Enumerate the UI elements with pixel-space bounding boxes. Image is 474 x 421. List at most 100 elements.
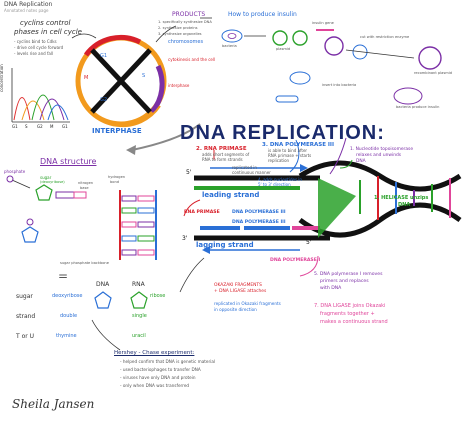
recombinant-label: recombinant plasmid	[414, 71, 453, 75]
lagging-strand-label: lagging strand	[196, 241, 254, 249]
base-label-1: nitrogen	[78, 181, 94, 185]
phosphate-label: phosphate	[4, 169, 26, 174]
compare-row-strand: strand	[16, 313, 36, 320]
signature: Sheila Jansen	[12, 397, 95, 411]
leading-strand-label: leading strand	[202, 191, 260, 199]
compare-strand-dna: double	[60, 313, 78, 319]
helicase-wedge	[318, 178, 356, 238]
continuous-2: continuous manner	[232, 170, 271, 175]
doc-subtitle: Annotated notes page	[4, 8, 49, 13]
compare-sugar-rna: ribose	[150, 293, 166, 299]
doc-title: DNA Replication	[4, 1, 53, 8]
products-line-3: 3. synthesize organelles	[158, 32, 202, 36]
prime-5-right: 5'	[306, 239, 312, 246]
products-line-1: 1. specifically synthesize DNA	[158, 20, 212, 24]
cycle-g1: G1	[100, 53, 108, 59]
equals-sign: =	[58, 269, 69, 283]
dna-structure-ladder	[6, 175, 157, 260]
interphase-note: interphase	[168, 83, 190, 88]
dna-pol1-label: DNA POLYMERASE I	[270, 258, 321, 263]
topo-line-3: DNA	[356, 159, 366, 164]
ribose-icon	[130, 291, 148, 309]
compare-row-base: T or U	[16, 333, 35, 340]
bacteria-label: bacteria	[222, 44, 237, 48]
pol3-line-2: RNA primase + starts	[268, 153, 312, 158]
cyclin-note-3: - levels rise and fall	[14, 51, 54, 56]
primase-line-1: adds short segments of	[202, 152, 250, 157]
main-title: DNA REPLICATION:	[180, 122, 385, 144]
hershey-title: Hershey - Chase experiment:	[114, 350, 195, 356]
cyclin-note-1: - cyclins bind to Cdks	[14, 39, 57, 44]
hershey-line-1: - helped confirm that DNA is genetic mat…	[120, 359, 216, 364]
adds-1: 4. adds nucleotides in	[258, 177, 302, 182]
compare-sugar-dna: deoxyribose	[52, 293, 83, 299]
cyclin-x-2: S	[25, 124, 28, 129]
prime-5-top: 5'	[186, 169, 192, 176]
products-title: PRODUCTS	[172, 11, 206, 18]
insulin-title: How to produce insulin	[228, 11, 297, 18]
ligase-line-3: makes a continuous strand	[320, 319, 388, 325]
cyclin-note-2: - drive cell cycle forward	[14, 45, 64, 50]
cytokinesis-label: cytokinesis and the cell	[168, 57, 216, 62]
cyclin-x-4: M	[50, 124, 54, 129]
okazaki-line-2: + DNA LIGASE attaches	[214, 289, 267, 294]
hbond-label-2: bond	[110, 180, 120, 184]
compare-head-dna: DNA	[96, 281, 110, 288]
deoxyribose-icon	[94, 291, 112, 309]
cyclin-heading-1: cyclins control	[20, 19, 71, 27]
ligase-line-1: 7. DNA LIGASE joins Okazaki	[314, 303, 386, 309]
continuous-1: replicated in	[232, 165, 257, 170]
cyclin-graph	[11, 68, 70, 123]
cyclin-x-1: G1	[12, 124, 18, 129]
dna-pol3-label-b: DNA POLYMERASE III	[232, 220, 286, 225]
pol1-line-2: primers and replaces	[320, 279, 369, 284]
cyclin-x-5: G1	[62, 124, 68, 129]
helicase-line-1: 1. HELICASE unzips	[374, 195, 429, 201]
products-line-2: 2. synthesize proteins	[158, 26, 198, 30]
hershey-line-4: - only when DNA was transferred	[120, 383, 190, 388]
cyclin-y-label: concentration	[0, 64, 4, 92]
sugar-label: sugar	[40, 175, 52, 180]
pol3-line-3: replication	[268, 158, 290, 163]
cycle-s: S	[142, 73, 146, 79]
primase-title: 2. RNA PRIMASE	[196, 146, 247, 152]
cyclin-x-3: G2	[37, 124, 43, 129]
base-label-2: base	[80, 186, 89, 190]
plasmid-label: plasmid	[276, 47, 291, 51]
cycle-g2: G2	[100, 97, 108, 103]
okazaki-line-1: OKAZAKI FRAGMENTS	[214, 283, 262, 288]
ligase-line-2: fragments together +	[320, 311, 375, 317]
replication-fork	[194, 160, 462, 254]
deoxyribose-label: (deoxyribose)	[40, 180, 65, 184]
compare-head-rna: RNA	[132, 281, 145, 288]
insulin-gene-label: insulin gene	[312, 21, 334, 25]
chromosomes-label: chromosomes	[168, 39, 204, 45]
cycle-m: M	[84, 75, 89, 81]
compare-strand-rna: single	[132, 313, 147, 319]
prime-3-bottom: 3'	[182, 235, 188, 242]
insert-label: insert into bacteria	[322, 83, 357, 87]
dna-pol3-label: DNA POLYMERASE III	[232, 210, 286, 215]
pol3-title: 3. DNA POLYMERASE III	[262, 142, 335, 148]
backbone-label: sugar phosphate backbone	[60, 261, 109, 265]
structure-title: DNA structure	[40, 157, 97, 166]
cyclin-heading-2: phases in cell cycle	[14, 28, 82, 36]
hershey-line-2: - used bacteriophages to transfer DNA	[120, 367, 201, 372]
compare-base-rna: uracil	[132, 333, 146, 339]
topo-line-1: 1. Nucleotide topoisomerase	[350, 147, 414, 152]
opposite-line-2: in opposite direction	[214, 307, 257, 312]
pol3-line-1: is able to bind after	[268, 148, 308, 153]
rna-primase-label: RNA PRIMASE	[184, 210, 220, 215]
cell-cycle-wheel	[75, 34, 167, 128]
hbond-label-1: hydrogen	[108, 175, 126, 179]
compare-row-sugar: sugar	[16, 293, 33, 300]
adds-2: 5' to 3' direction	[258, 182, 291, 187]
compare-base-dna: thymine	[56, 333, 77, 339]
helicase-line-2: DNA	[398, 202, 411, 208]
cut-label: cut with restriction enzyme	[360, 35, 410, 39]
pol1-line-1: 5. DNA polymerase I removes	[314, 272, 383, 277]
pol1-line-3: with DNA	[320, 286, 342, 291]
plasmid-diagram	[221, 29, 442, 105]
interphase-label: INTERPHASE	[92, 127, 142, 135]
